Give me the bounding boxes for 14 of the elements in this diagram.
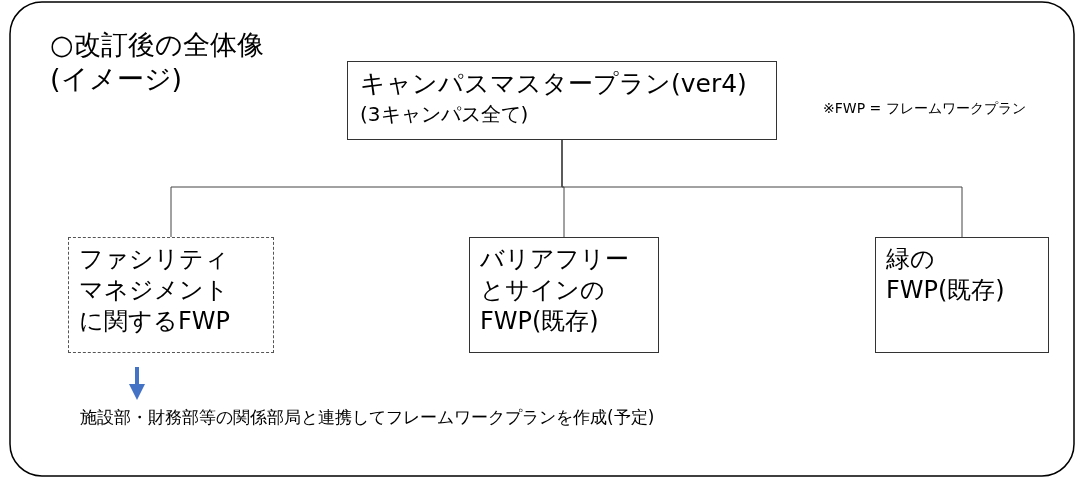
box-text: 緑のFWP(既存) [886,244,1006,307]
note-text: 施設部・財務部等の関係部局と連携してフレームワークプランを作成(予定) [80,406,800,429]
title: ○改訂後の全体像(イメージ) [50,28,265,96]
plan-box [875,237,1049,353]
footnote: ※FWP = フレームワークプラン [823,100,1026,118]
plan-box [347,61,777,140]
plan-title: キャンパスマスタープラン(ver4) [360,68,748,100]
dashed-box [68,237,274,353]
plan-box [469,237,659,353]
box-text: バリアフリーとサインのFWP(既存) [480,244,630,338]
box-text: ファシリティマネジメントに関するFWP [79,244,231,338]
arrow [129,367,145,400]
box-text: (3キャンパス全て) [360,100,530,127]
connector-line [561,139,963,238]
